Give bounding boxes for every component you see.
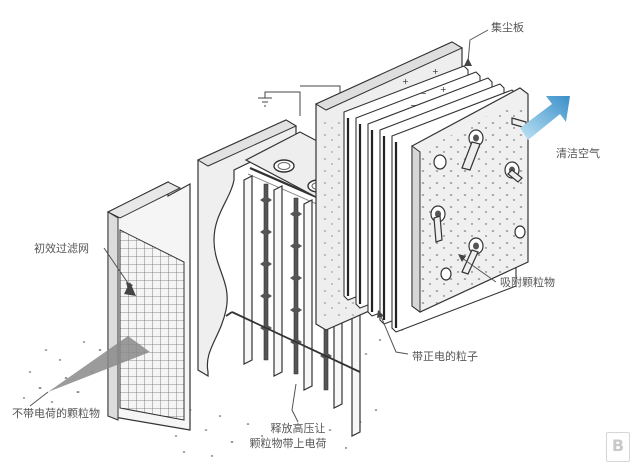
front-collector-plate (411, 87, 529, 313)
label-primary-filter: 初效过滤网 (34, 242, 89, 255)
label-adsorbed-particles: 吸附颗粒物 (500, 276, 555, 289)
watermark-logo: B (606, 432, 630, 462)
svg-text:+: + (440, 85, 447, 94)
uncharged-particle-arrow (48, 336, 150, 392)
clean-air-arrow (520, 96, 570, 140)
svg-text:−: − (410, 101, 417, 110)
label-uncharged-particles: 不带电荷的颗粒物 (12, 407, 100, 420)
label-high-voltage-line2: 颗粒物带上电荷 (249, 437, 327, 450)
label-clean-air: 清洁空气 (556, 147, 600, 160)
leader-lines (29, 29, 497, 423)
label-high-voltage-line1: 释放高压让 (270, 422, 326, 435)
primary-filter (106, 181, 191, 431)
label-collector-plate: 集尘板 (491, 21, 524, 34)
label-positive-particles: 带正电的粒子 (412, 350, 478, 363)
leader-arrowheads (126, 58, 472, 318)
svg-text:+: + (402, 77, 409, 86)
svg-text:−: − (420, 89, 427, 98)
svg-text:+: + (432, 67, 439, 76)
ionizer-panel (196, 119, 298, 378)
